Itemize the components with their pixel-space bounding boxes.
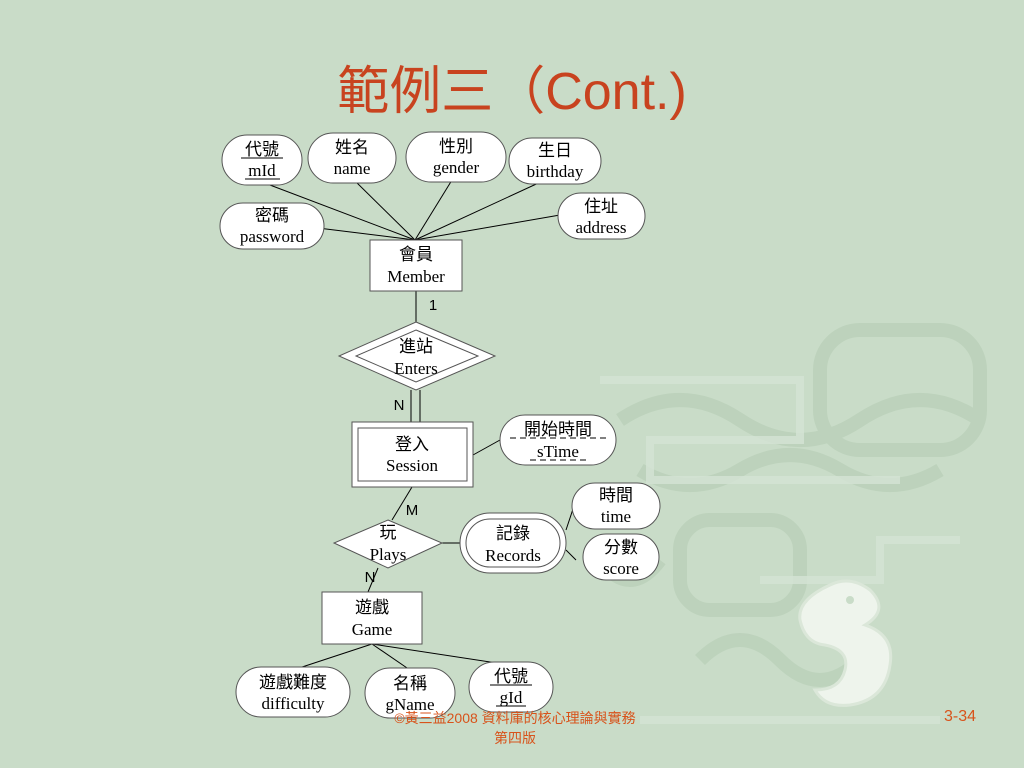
card-enters-session: N	[394, 397, 405, 414]
entity-member: 會員 Member	[369, 239, 463, 292]
attr-gid-zh: 代號	[494, 667, 528, 686]
attr-mid-zh: 代號	[245, 140, 279, 159]
attr-gender-en: gender	[433, 158, 480, 177]
attr-name-zh: 姓名	[335, 138, 369, 157]
attr-address-zh: 住址	[584, 197, 618, 216]
rel-plays-zh: 玩	[380, 523, 397, 542]
attr-name-en: name	[334, 159, 371, 178]
attribute-password: 密碼 password	[219, 202, 325, 250]
attribute-time: 時間 time	[571, 482, 661, 530]
attribute-gid: 代號 gId	[468, 661, 554, 713]
attr-time-en: time	[601, 507, 631, 526]
attr-stime-en: sTime	[537, 442, 579, 461]
attr-mid-en: mId	[248, 161, 276, 180]
attr-gname-en: gName	[385, 695, 434, 714]
relationship-enters: 進站 Enters	[337, 321, 497, 391]
entity-session-en: Session	[386, 456, 438, 475]
rel-enters-zh: 進站	[399, 337, 433, 356]
attr-difficulty-en: difficulty	[262, 694, 325, 713]
attr-records-en: Records	[485, 546, 541, 565]
attr-stime-zh: 開始時間	[524, 420, 592, 439]
card-enters-member: 1	[429, 297, 437, 314]
attribute-gname: 名稱 gName	[364, 667, 456, 719]
attribute-gender: 性別 gender	[405, 131, 507, 183]
entity-session: 登入 Session	[351, 421, 474, 488]
attr-score-en: score	[603, 559, 639, 578]
attr-gid-en: gId	[500, 688, 523, 707]
attribute-stime: 開始時間 sTime	[499, 414, 617, 466]
attr-gender-zh: 性別	[439, 137, 473, 156]
card-plays-game: N	[365, 569, 376, 586]
attribute-difficulty: 遊戲難度 difficulty	[235, 666, 351, 718]
footer-copyright: ©黃三益2008 資料庫的核心理論與實務 第四版	[360, 708, 670, 748]
dragon-ornament	[798, 579, 893, 707]
attribute-birthday: 生日 birthday	[508, 137, 602, 185]
attribute-score: 分數 score	[582, 533, 660, 581]
attribute-mid: 代號 mId	[221, 134, 303, 186]
title-english: Cont.)	[545, 63, 687, 121]
entity-member-zh: 會員	[399, 245, 433, 264]
attr-password-zh: 密碼	[255, 206, 289, 225]
slide-title: 範例三（Cont.)	[0, 52, 1024, 132]
attr-records-zh: 記錄	[496, 524, 530, 543]
attr-password-en: password	[240, 227, 305, 246]
attr-birthday-en: birthday	[527, 162, 584, 181]
entity-member-en: Member	[387, 267, 445, 286]
entity-game-en: Game	[352, 620, 393, 639]
attr-time-zh: 時間	[599, 486, 633, 505]
rel-enters-en: Enters	[394, 359, 437, 378]
attr-address-en: address	[576, 218, 627, 237]
footer-line-2: 第四版	[494, 730, 536, 746]
attr-difficulty-zh: 遊戲難度	[259, 673, 327, 692]
attribute-address: 住址 address	[557, 192, 646, 240]
attr-score-zh: 分數	[604, 538, 638, 557]
connectors	[261, 177, 577, 671]
rel-plays-en: Plays	[370, 545, 407, 564]
attribute-name: 姓名 name	[307, 132, 397, 184]
card-plays-session: M	[406, 502, 419, 519]
footer-line-1: ©黃三益2008 資料庫的核心理論與實務	[394, 710, 636, 726]
attr-gname-zh: 名稱	[393, 674, 427, 693]
entity-session-zh: 登入	[395, 435, 429, 454]
attribute-records: 記錄 Records	[459, 512, 567, 574]
entity-game-zh: 遊戲	[355, 598, 389, 617]
entity-game: 遊戲 Game	[321, 591, 423, 645]
page-number: 3-34	[943, 708, 977, 725]
relationship-plays: 玩 Plays	[332, 519, 444, 569]
attr-birthday-zh: 生日	[538, 141, 572, 160]
title-chinese: 範例三（	[337, 62, 546, 122]
